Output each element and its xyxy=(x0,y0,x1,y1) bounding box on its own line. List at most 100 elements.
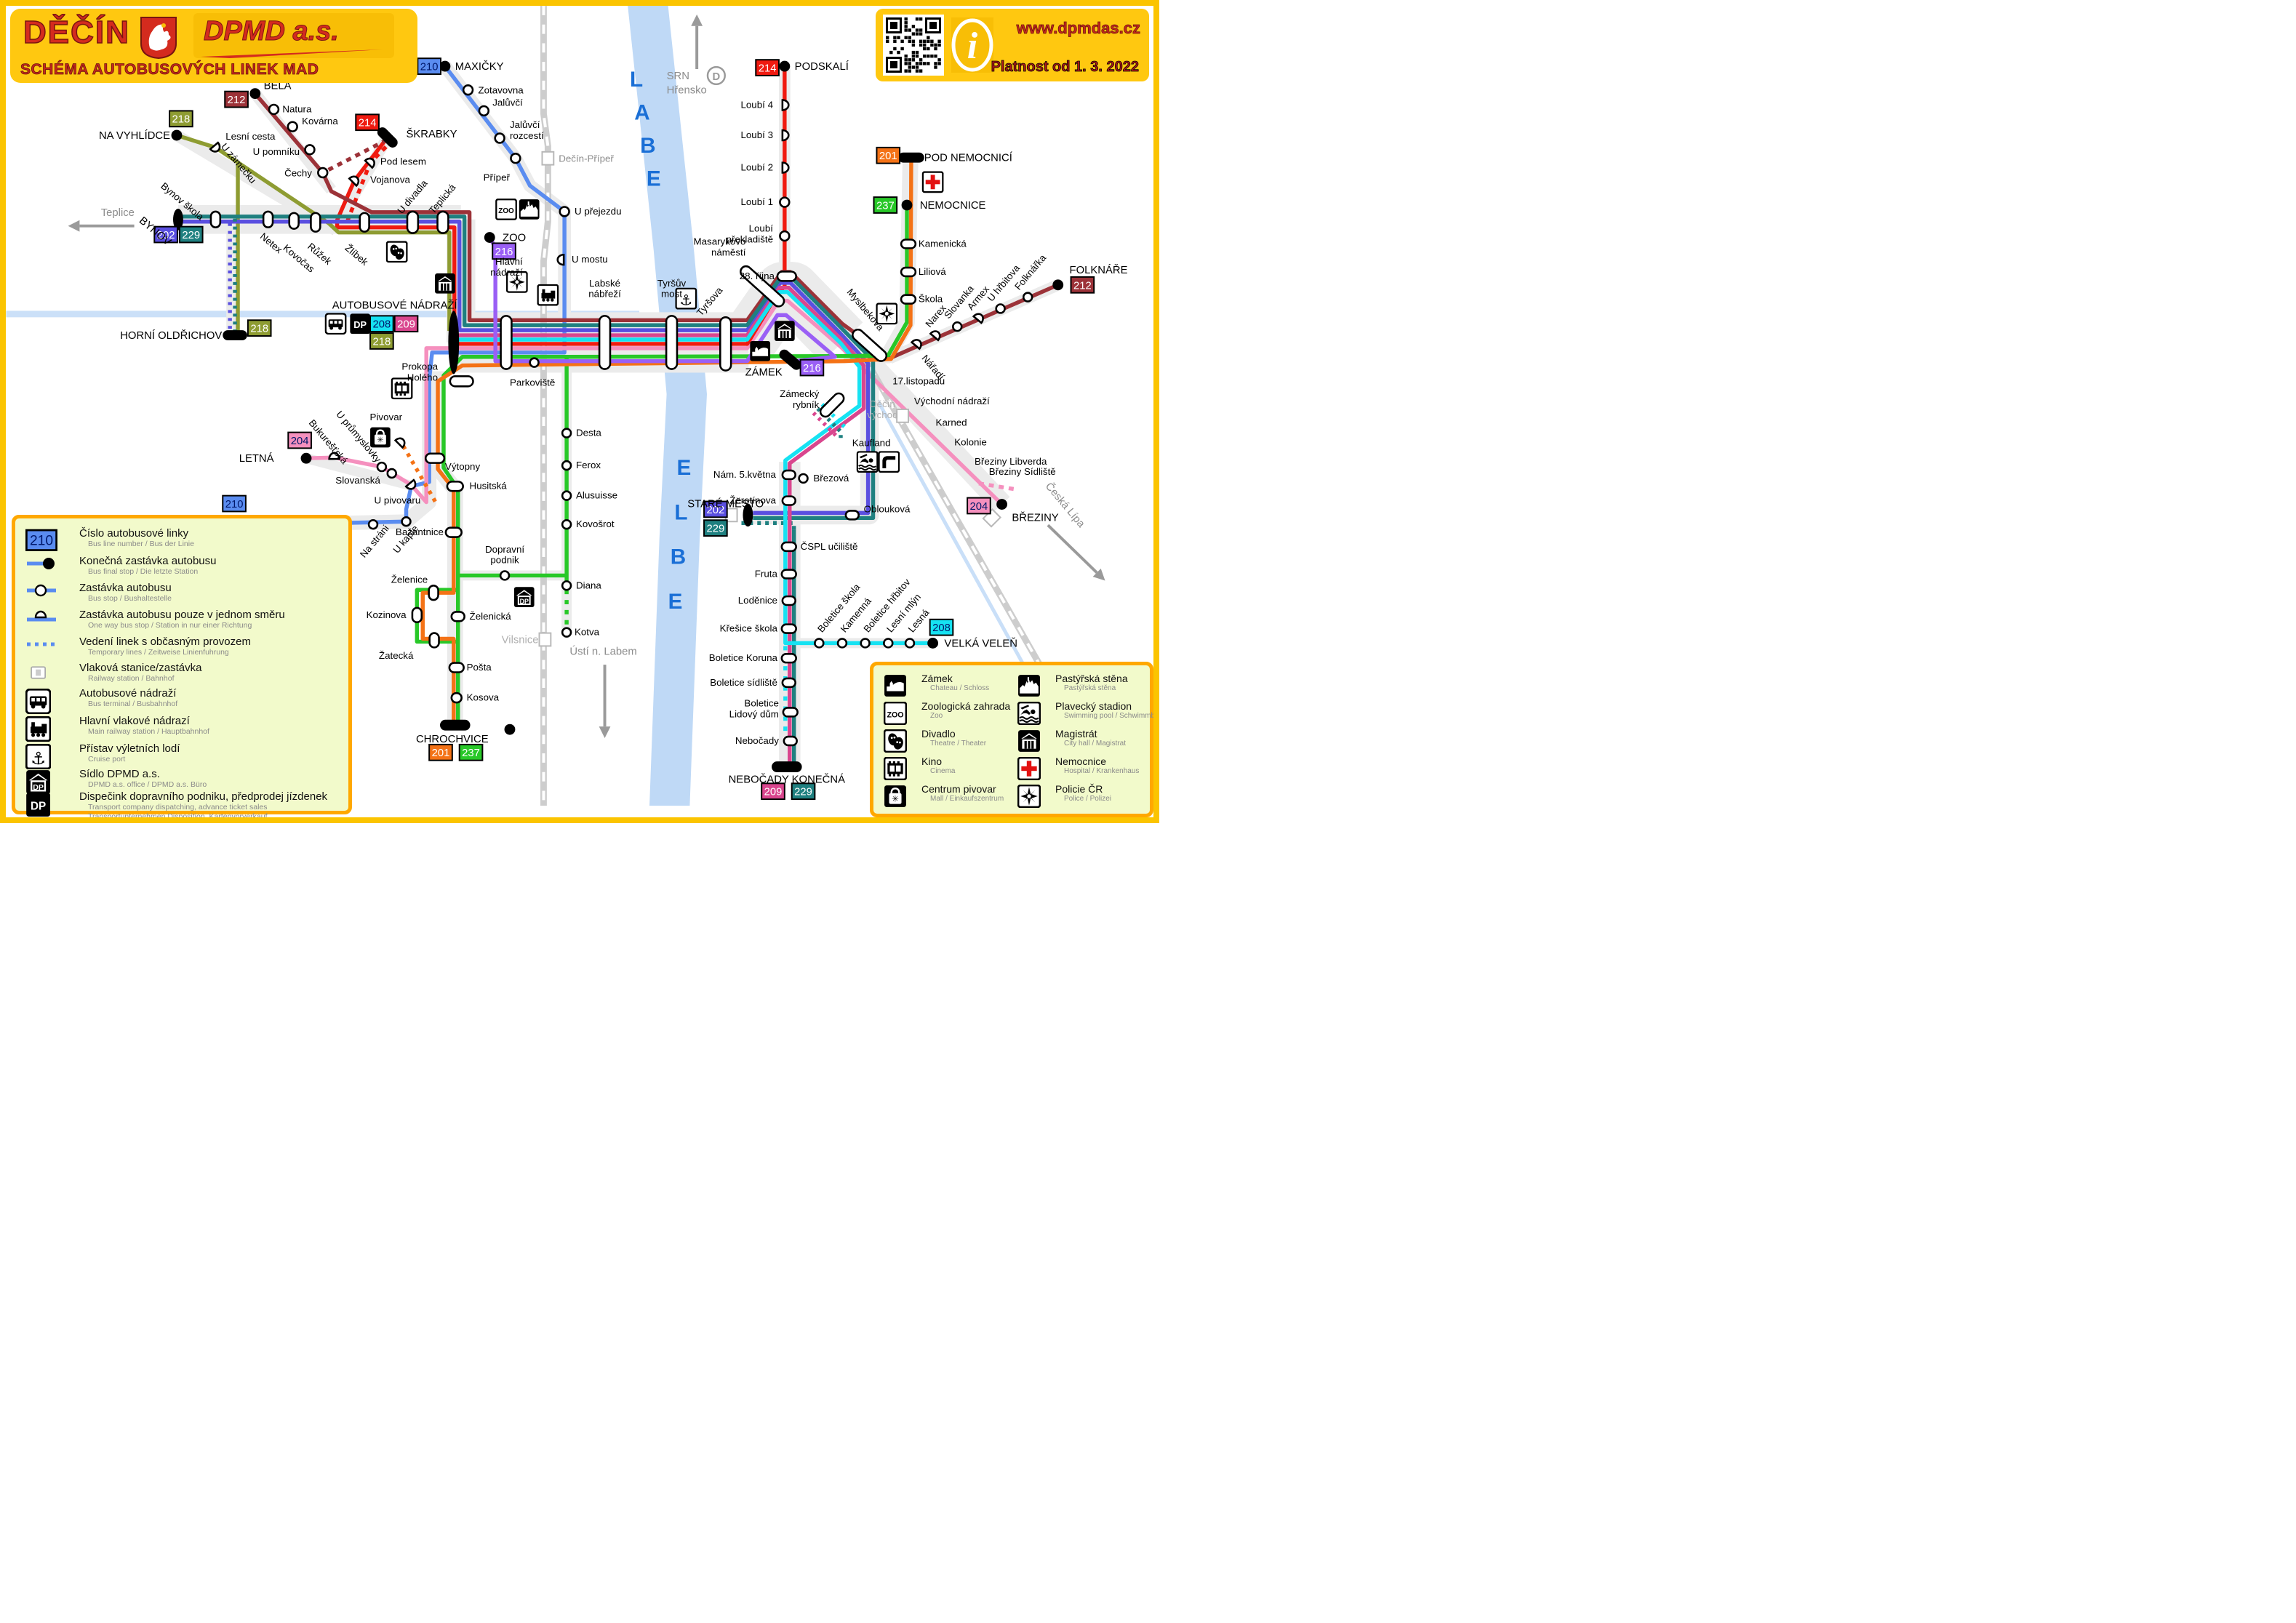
cart-icon xyxy=(884,785,907,812)
one-way-stop xyxy=(209,141,221,153)
map-label: Slovanská xyxy=(335,475,380,486)
bus-stop xyxy=(494,132,505,144)
line-209 xyxy=(812,411,838,438)
direction-arrow-head xyxy=(691,14,703,26)
bus-stop xyxy=(904,638,916,649)
bus-stop xyxy=(780,623,797,634)
one-way-stop xyxy=(556,253,565,266)
map-label: Loubí 4 xyxy=(740,99,773,110)
bus-stop xyxy=(449,375,474,388)
line-229 xyxy=(741,521,796,533)
line-badge-label: 218 xyxy=(172,114,191,126)
pastyrska-icon xyxy=(1017,674,1041,701)
map-label: Dečín-Přípeř xyxy=(559,153,614,164)
line-204 xyxy=(978,481,1015,492)
route-shadow xyxy=(173,130,339,236)
map-label: Březová xyxy=(813,473,849,484)
bus-stop xyxy=(883,638,894,649)
line-badge-label: 208 xyxy=(373,319,391,331)
river-letter: E xyxy=(676,456,691,480)
map-label: Čechy xyxy=(284,167,312,178)
map-label: VELKÁ VELEŇ xyxy=(944,637,1017,649)
bus-stop xyxy=(510,152,521,164)
line-badge-229 xyxy=(178,225,204,244)
line-badge-229 xyxy=(703,519,728,537)
bus-stop xyxy=(500,315,513,370)
bus-stop xyxy=(559,206,570,217)
creek xyxy=(6,310,640,318)
map-label: Výtopny xyxy=(445,461,481,472)
bus-stop xyxy=(780,541,797,553)
terminal-dot xyxy=(300,452,312,464)
bus-stop xyxy=(814,638,825,649)
bus-stop xyxy=(406,210,420,234)
line-209 xyxy=(453,286,866,763)
line-badge-label: 237 xyxy=(462,748,480,759)
bus-stop xyxy=(436,210,449,234)
map-label: PODSKALÍ xyxy=(795,60,849,73)
river-letter: A xyxy=(634,100,649,124)
map-label: Hřensko xyxy=(667,85,707,97)
map-label: Loubí 3 xyxy=(740,129,773,140)
map-label: Kovošrot xyxy=(576,518,615,529)
route-shadow xyxy=(305,453,413,491)
bus-stop xyxy=(561,428,572,438)
line-badge-label: 201 xyxy=(432,748,450,759)
line-badge-229 xyxy=(791,782,816,801)
line-badge-label: 212 xyxy=(228,95,246,106)
river-letter: B xyxy=(640,134,655,158)
line-badge-label: 218 xyxy=(250,324,268,335)
map-label: Želenice xyxy=(391,574,428,585)
line-badge-label: 210 xyxy=(420,62,439,73)
station-icon xyxy=(25,663,51,686)
line-badge-label: 204 xyxy=(291,436,309,447)
cross-icon xyxy=(1017,757,1041,784)
one-way-stop xyxy=(781,99,790,111)
one-way-stop xyxy=(364,157,375,169)
onewaystop-icon xyxy=(25,610,57,628)
map-label: AUTOBUSOVÉ NÁDRAŽÍ xyxy=(332,299,458,311)
line-badge-label: 216 xyxy=(803,363,821,374)
line-badge-label: 208 xyxy=(932,622,951,634)
map-label: SRN xyxy=(667,71,689,82)
line-badge-label: 229 xyxy=(182,230,200,241)
line-badge-label: 202 xyxy=(157,230,175,241)
decin-coat-of-arms xyxy=(140,17,177,60)
one-way-stop xyxy=(393,437,406,449)
line-201 xyxy=(401,445,439,505)
dp-icon xyxy=(25,792,51,817)
one-way-stop xyxy=(781,161,790,174)
one-way-stop xyxy=(910,339,922,350)
line-badge-216 xyxy=(492,242,516,260)
map-label: FOLKNÁŘE xyxy=(1070,264,1128,276)
map-label: Nám. 5.května xyxy=(713,469,777,480)
line-badge-209 xyxy=(761,782,785,801)
svg-text:i: i xyxy=(967,25,978,67)
bus-stop xyxy=(1022,292,1033,302)
map-label: Desta xyxy=(576,428,601,438)
map-label: 17.listopadu xyxy=(892,375,945,386)
line-badge-210 xyxy=(222,494,247,513)
bus-stop xyxy=(428,632,440,649)
line-badge-label: 218 xyxy=(373,336,391,348)
info-icon: i xyxy=(951,17,993,73)
line-237 xyxy=(441,205,909,723)
bus-stop xyxy=(262,210,274,228)
dp-icon xyxy=(350,313,371,334)
info-panel: i www.dpmdas.cz Platnost od 1. 3. 2022 xyxy=(876,9,1149,81)
bus-stop xyxy=(900,239,917,249)
map-label: Škola xyxy=(919,294,943,305)
terminal-dot xyxy=(439,60,451,72)
line-badge-label: 201 xyxy=(879,151,897,162)
busstop-icon xyxy=(25,583,57,601)
bus-stop xyxy=(561,627,572,638)
bus-stop xyxy=(836,638,848,649)
map-label: NEBOČADY KONEČNÁ xyxy=(729,773,846,785)
bus-stop xyxy=(317,167,329,179)
building-icon xyxy=(1017,729,1041,756)
